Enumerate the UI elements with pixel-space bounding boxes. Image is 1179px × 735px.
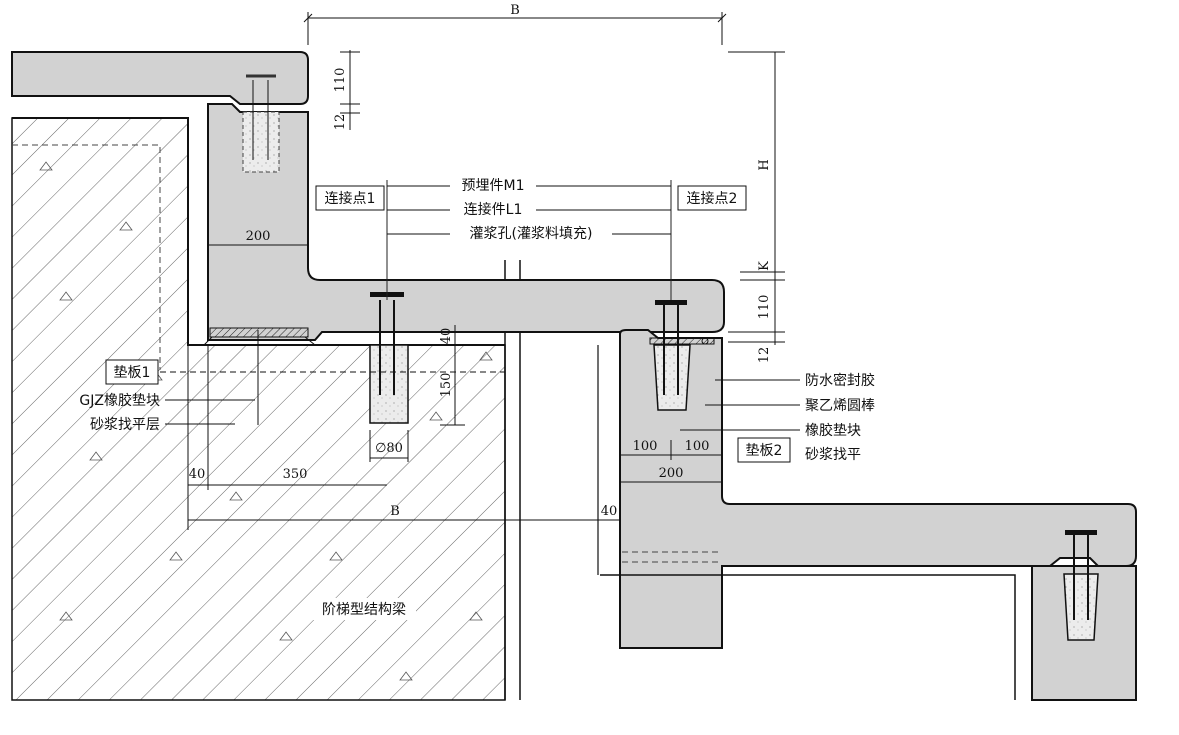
pad-1 [202,327,317,346]
dim-phi-80: ∅80 [375,441,403,456]
precast-stair-step-1 [207,103,725,341]
dim-100-b: 100 [685,439,710,454]
label-connector-l1: 连接件L1 [464,201,523,218]
label-mortar-leveling-layer: 砂浆找平层 [90,417,160,433]
label-pe-rod: 聚乙烯圆棒 [805,398,875,414]
dim-top-b: B [510,3,520,18]
label-grout-hole: 灌浆孔(灌浆料填充) [470,226,593,242]
dimension-lines [160,12,800,530]
dim-150: 150 [439,373,454,398]
upper-connection-detail [242,74,280,173]
dim-350: 350 [283,467,308,482]
label-mortar-leveling: 砂浆找平 [805,447,861,463]
dim-k: K [757,261,772,271]
upper-slab [11,51,309,105]
dimension-texts: B 110 12 H K 110 12 200 40 150 ∅80 40 35… [189,3,772,519]
label-rubber-pad-2: 橡胶垫块 [805,422,861,439]
dim-200-left: 200 [246,229,271,244]
dim-40-right: 40 [601,504,618,519]
label-pad-1: 垫板1 [114,365,151,381]
dim-12-mid: 12 [757,347,772,364]
label-waterproof-sealant: 防水密封胶 [805,372,875,389]
label-connection-point-2: 连接点2 [687,190,738,207]
connection-point-1-detail [369,180,409,424]
dim-bottom-b: B [390,504,400,519]
label-connection-point-1: 连接点1 [325,190,376,207]
dim-40-grout: 40 [439,328,454,345]
dim-12-top: 12 [333,114,348,131]
connection-point-2-detail [653,180,709,411]
lower-support-beam [597,345,1137,701]
label-pad-2: 垫板2 [746,443,783,459]
annotation-labels: 预埋件M1 连接件L1 灌浆孔(灌浆料填充) 连接点1 连接点2 垫板1 GJZ… [79,174,875,620]
dim-40-bottom: 40 [189,467,206,482]
label-stepped-beam: 阶梯型结构梁 [322,602,406,618]
dim-100-a: 100 [633,439,658,454]
dim-h: H [757,159,772,170]
label-rubber-pad: GJZ橡胶垫块 [79,392,160,409]
dim-200-right: 200 [659,466,684,481]
label-embedded-m1: 预埋件M1 [462,178,525,194]
dim-110-mid: 110 [757,295,772,320]
pad-2 [649,337,715,345]
dim-110-top: 110 [333,68,348,93]
